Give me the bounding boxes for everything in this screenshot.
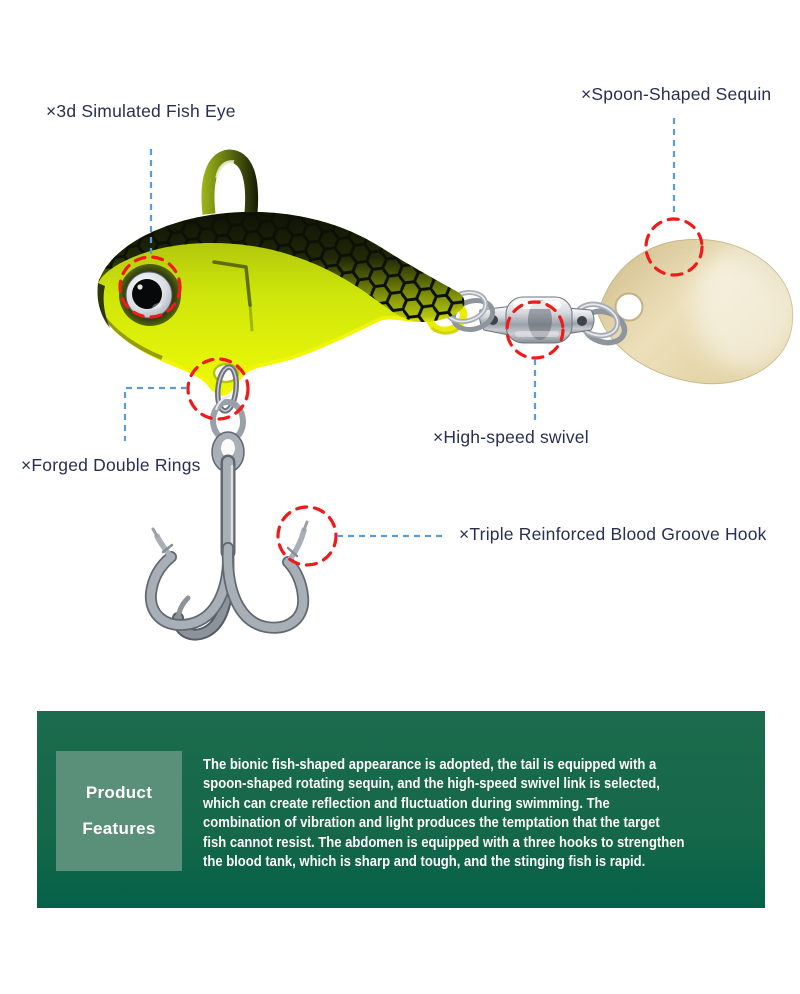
double-rings-label: ×Forged Double Rings [21,455,201,475]
description-line: spoon-shaped rotating sequin, and the hi… [203,776,660,793]
callout-circle-sequin [644,217,704,277]
features-heading-line-2: Features [82,819,156,838]
scale-pattern-band [98,211,465,322]
description-line: which can create reflection and fluctuat… [203,795,610,812]
features-heading-line-1: Product [85,783,153,802]
description-line: combination of vibration and light produ… [203,815,660,832]
description-line: The bionic fish-shaped appearance is ado… [203,757,657,773]
fish-eye [119,264,181,326]
sequin-label: ×Spoon-Shaped Sequin [581,84,772,104]
product-features-panel: Product Features The bionic fish-shaped … [37,711,765,908]
treble-hook [144,431,310,641]
product-features-description: The bionic fish-shaped appearance is ado… [203,756,707,872]
leader-line-double-rings [123,386,187,441]
lure-body [97,211,465,396]
high-speed-swivel [479,296,595,344]
product-features-heading: Product Features [56,751,182,871]
callout-circle-double-rings [186,357,250,421]
callout-circle-hook-point [276,505,338,567]
swivel-label: ×High-speed swivel [433,427,589,447]
description-line: fish cannot resist. The abdomen is equip… [203,834,685,851]
line-tie-loop [201,149,259,215]
description-line: the blood tank, which is sharp and tough… [203,854,646,871]
spoon-blade [597,239,794,385]
callout-circle-fish-eye [118,255,182,319]
hook-label: ×Triple Reinforced Blood Groove Hook [459,524,767,544]
fish-eye-label: ×3d Simulated Fish Eye [46,101,236,121]
blade-hole [614,292,644,322]
callout-circle-swivel [505,300,565,360]
